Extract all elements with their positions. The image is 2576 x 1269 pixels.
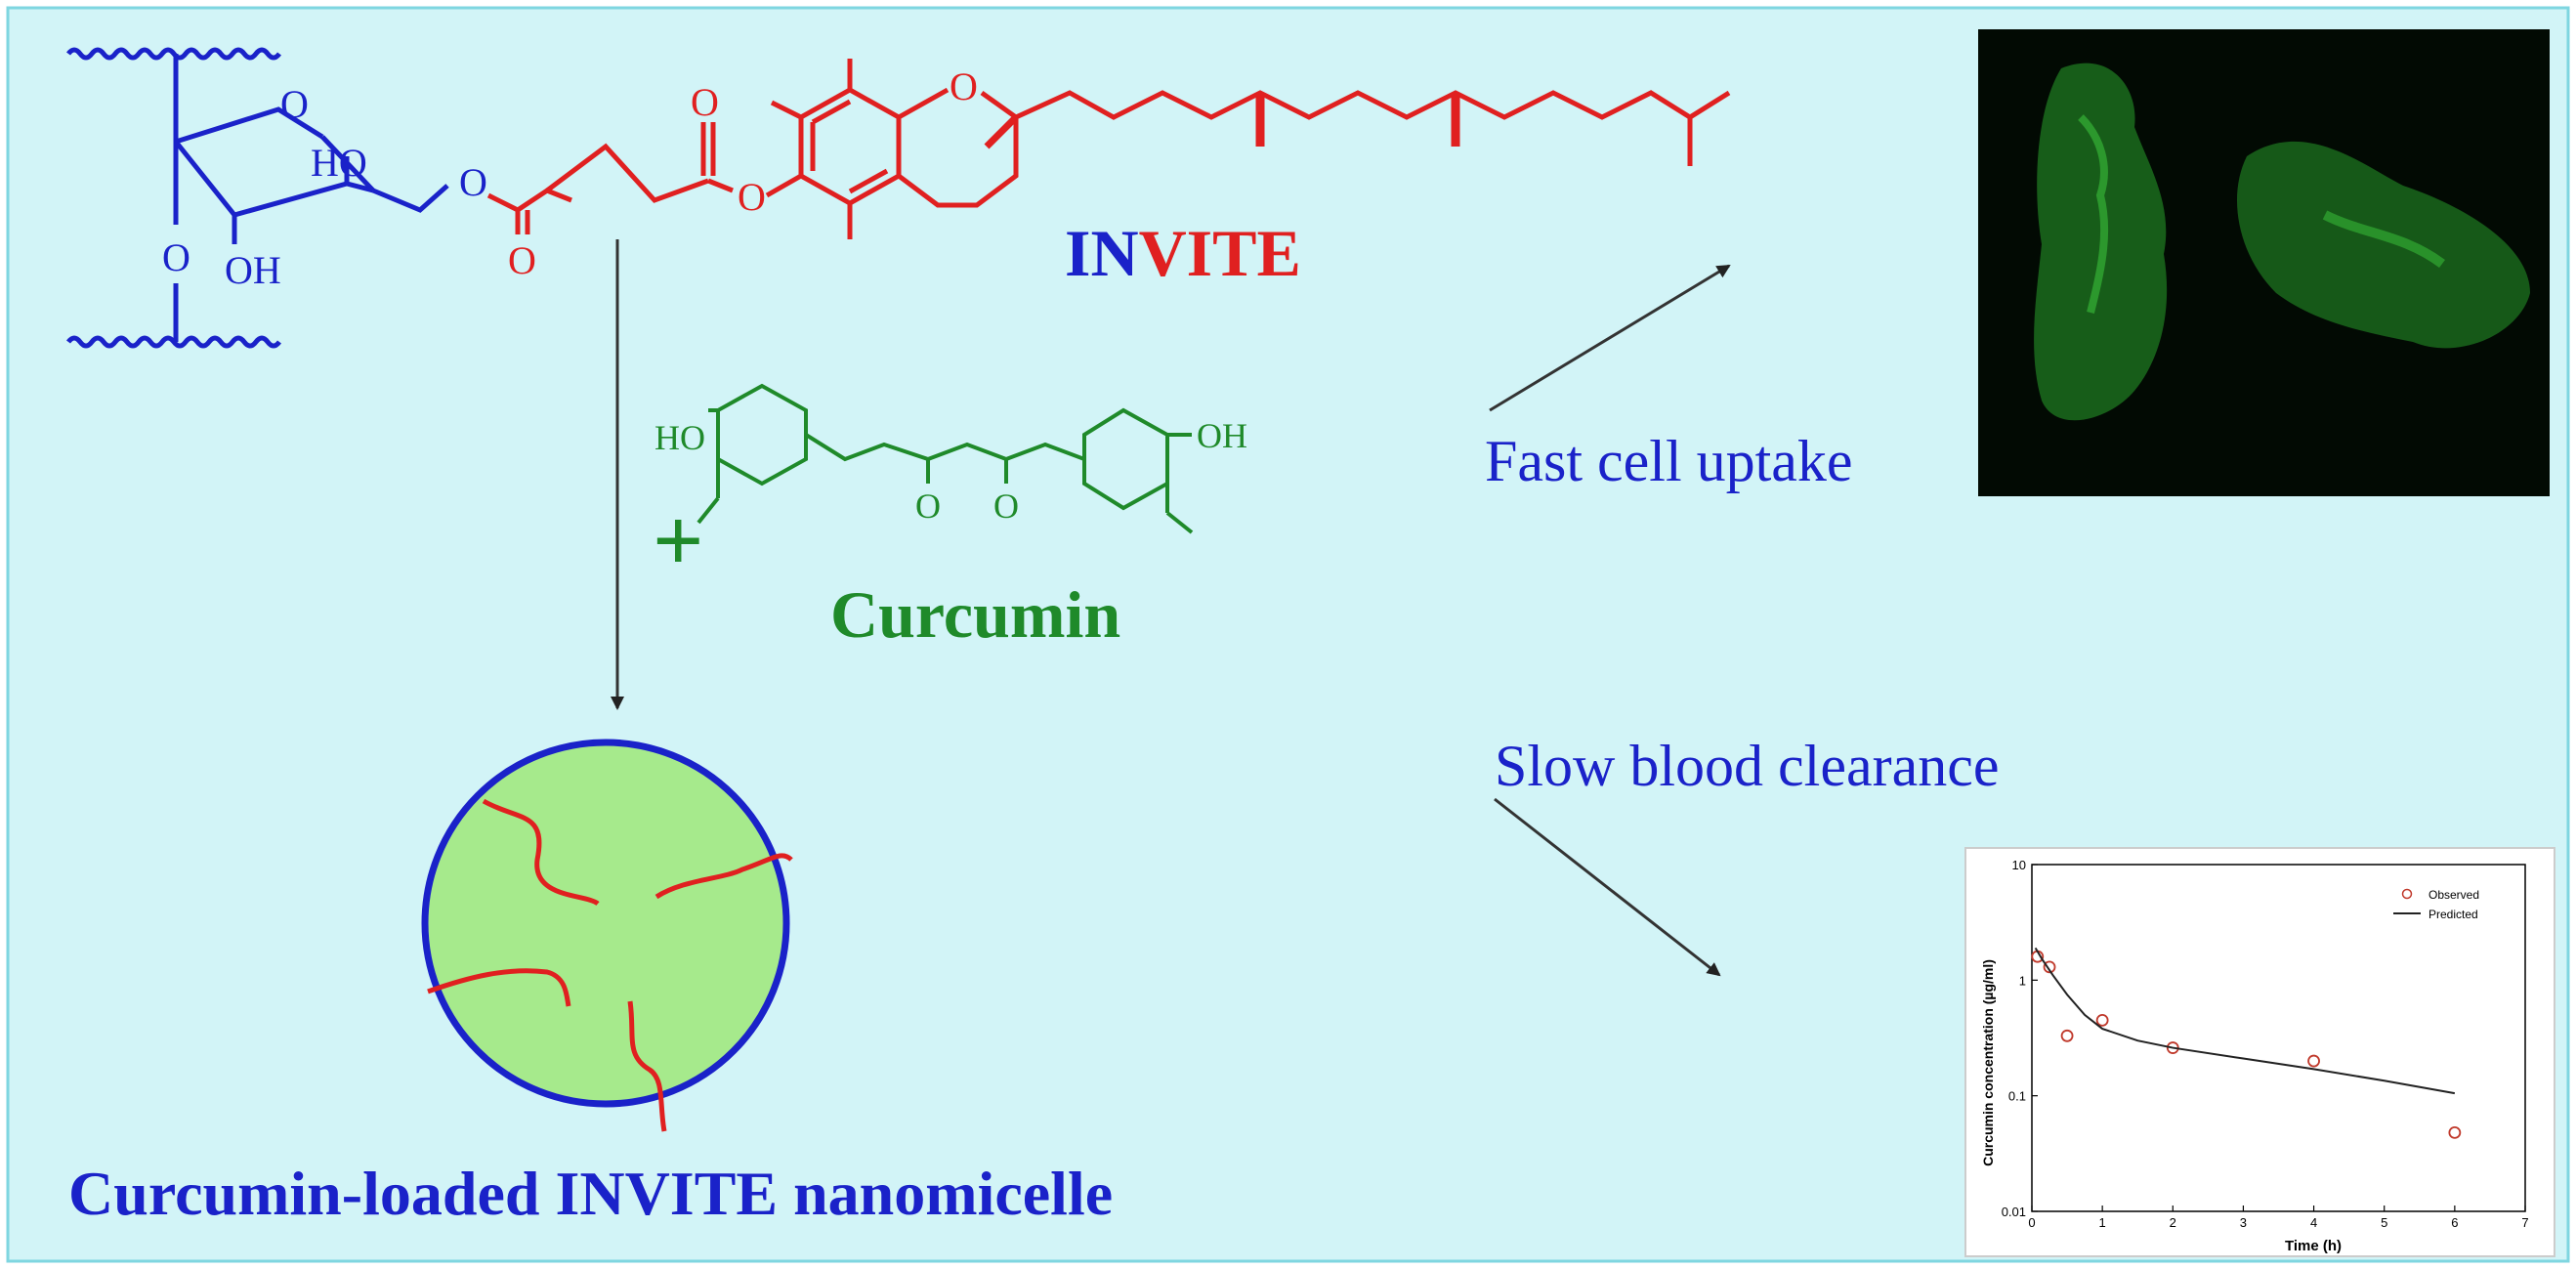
- observed-point: [2448, 1125, 2462, 1139]
- fast-uptake-label: Fast cell uptake: [1485, 429, 1853, 493]
- micelle-caption: Curcumin-loaded INVITE nanomicelle: [68, 1159, 1114, 1228]
- arrow-to-clearance: [1494, 797, 1721, 977]
- y-tick-label: 10: [2012, 858, 2026, 872]
- label-keto-o1: O: [915, 486, 941, 526]
- observed-point: [2060, 1029, 2074, 1042]
- label-ester-o4: O: [738, 175, 766, 219]
- y-tick-label: 0.1: [2008, 1089, 2026, 1104]
- predicted-line: [2034, 947, 2456, 1095]
- label-ester-o3: O: [691, 80, 719, 124]
- plus-sign: +: [653, 490, 704, 590]
- curcumin-title: Curcumin: [830, 577, 1121, 652]
- label-curcumin-oh: OH: [1197, 416, 1247, 455]
- chart-axes-box: [2031, 864, 2526, 1212]
- x-tick-label: 5: [2381, 1215, 2387, 1230]
- furanose-ring: [175, 106, 324, 145]
- observed-point: [2095, 1013, 2109, 1027]
- y-tick-label: 1: [2019, 973, 2026, 988]
- label-ring-o: O: [280, 82, 309, 126]
- chart-ylabel: Curcumin concentration (µg/ml): [1980, 959, 1996, 1166]
- label-o-left: O: [162, 235, 190, 279]
- chart-xlabel: Time (h): [2285, 1238, 2342, 1254]
- chart-frame: [1964, 847, 2555, 1257]
- invite-title-part1: IN: [1065, 216, 1139, 290]
- x-tick-label: 6: [2451, 1215, 2458, 1230]
- x-tick-label: 0: [2028, 1215, 2035, 1230]
- fluorescence-micrograph: [1978, 29, 2550, 496]
- label-ho: HO: [311, 141, 367, 185]
- observed-point: [2307, 1054, 2320, 1068]
- x-tick-label: 2: [2170, 1215, 2176, 1230]
- x-tick-label: 1: [2099, 1215, 2106, 1230]
- label-chroman-o: O: [950, 64, 978, 108]
- legend-entry: Observed: [2428, 888, 2479, 902]
- label-ester-o2: O: [508, 238, 536, 282]
- label-oh: OH: [225, 248, 281, 292]
- tocopherol-succinate: [486, 59, 1731, 239]
- y-tick-label: 0.01: [2002, 1205, 2026, 1219]
- arrow-to-uptake: [1489, 264, 1731, 412]
- slow-clearance-label: Slow blood clearance: [1495, 734, 2000, 798]
- curcumin-structure: [697, 383, 1194, 534]
- legend-circle-marker: [2401, 888, 2413, 900]
- phytyl-chain: [1014, 90, 1731, 120]
- observed-point: [2043, 960, 2056, 974]
- label-curcumin-ho: HO: [655, 418, 705, 457]
- inulin-unit: [66, 47, 449, 349]
- legend-entry: Predicted: [2428, 908, 2478, 921]
- x-tick-label: 3: [2240, 1215, 2247, 1230]
- label-keto-o2: O: [993, 486, 1019, 526]
- x-tick-label: 4: [2310, 1215, 2317, 1230]
- invite-title-part2: VITE: [1138, 216, 1301, 290]
- label-ester-o1: O: [459, 160, 487, 204]
- invite-title: INVITE: [1065, 215, 1301, 292]
- nanomicelle: [421, 739, 793, 1132]
- x-tick-label: 7: [2521, 1215, 2528, 1230]
